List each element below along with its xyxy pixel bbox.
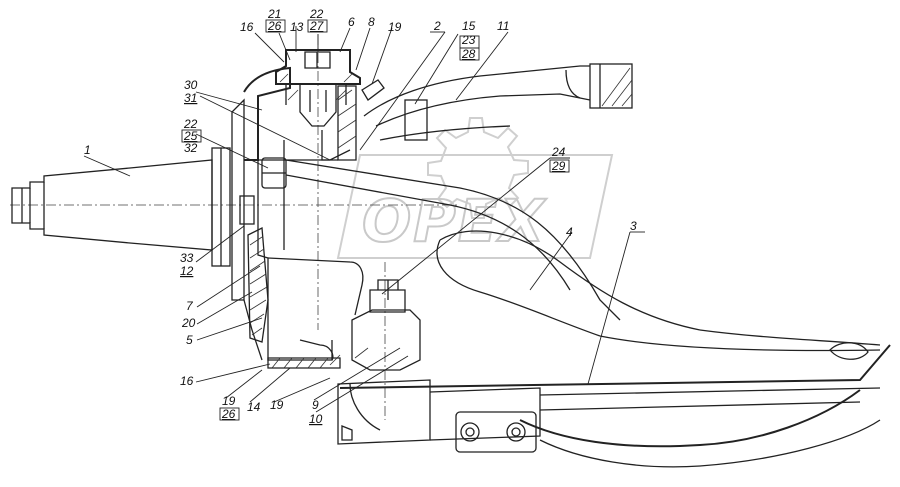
- callout-30: 30: [184, 78, 198, 92]
- callout-24: 24: [551, 145, 566, 159]
- callout-22-left: 22: [183, 117, 198, 131]
- axle-beam: [339, 342, 891, 468]
- steering-arm: [363, 63, 633, 141]
- callout-19-right: 19: [270, 398, 284, 412]
- spindle: [11, 147, 231, 267]
- watermark-text: OPEX: [362, 187, 547, 255]
- callout-19-left: 19: [222, 394, 236, 408]
- callout-12: 12: [180, 264, 194, 278]
- callout-3: 3: [630, 219, 637, 233]
- callout-33: 33: [180, 251, 194, 265]
- king-pin-top: [275, 49, 385, 161]
- callout-16-top: 16: [240, 20, 254, 34]
- leader-lines: [83, 26, 645, 413]
- callout-10: 10: [309, 412, 323, 426]
- hatching-insert: [249, 236, 268, 336]
- callout-32: 32: [184, 141, 198, 155]
- tie-rod: [285, 159, 881, 352]
- callout-29: 29: [551, 159, 566, 173]
- watermark-gear-icon: [427, 117, 529, 219]
- callout-20: 20: [181, 316, 196, 330]
- watermark: OPEX: [336, 117, 614, 259]
- callout-27: 27: [309, 19, 325, 33]
- callout-21: 21: [267, 7, 281, 21]
- watermark-panel: [336, 154, 614, 259]
- callout-15: 15: [462, 19, 476, 33]
- callout-1: 1: [84, 143, 91, 157]
- callout-22-top: 22: [309, 7, 324, 21]
- callout-25: 25: [183, 129, 198, 143]
- callout-19-top: 19: [388, 20, 402, 34]
- callout-23: 23: [461, 33, 476, 47]
- callout-28: 28: [461, 47, 476, 61]
- callout-13: 13: [290, 20, 304, 34]
- lower-joint: [329, 279, 541, 453]
- knuckle-body: [231, 66, 364, 369]
- callout-4: 4: [566, 225, 573, 239]
- callout-5: 5: [186, 333, 193, 347]
- callout-14: 14: [247, 400, 261, 414]
- label-boxes: [181, 19, 570, 421]
- callout-16-bottom: 16: [180, 374, 194, 388]
- callout-8: 8: [368, 15, 375, 29]
- callout-31: 31: [184, 91, 197, 105]
- callout-9: 9: [312, 398, 319, 412]
- callout-7: 7: [186, 299, 194, 313]
- callout-26-top: 26: [267, 19, 282, 33]
- callout-26-bottom: 26: [221, 407, 236, 421]
- callout-11: 11: [497, 19, 509, 33]
- callout-2: 2: [433, 19, 441, 33]
- callout-6: 6: [348, 15, 355, 29]
- callouts: 1 2 3 4 5 6 7 8 9 10 11 12 13 14 15 16 1…: [84, 7, 637, 426]
